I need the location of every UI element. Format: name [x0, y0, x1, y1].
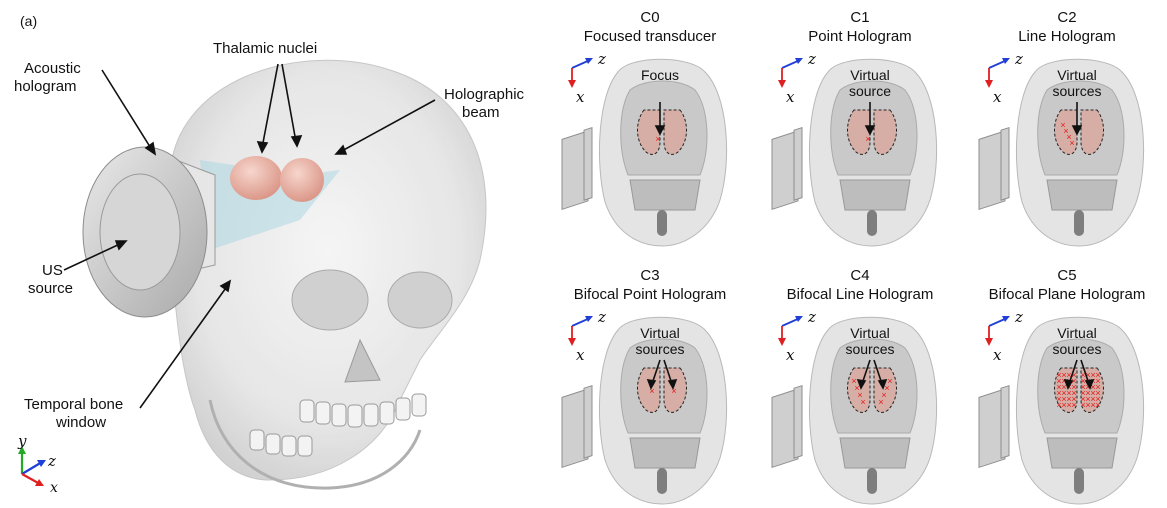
config-name: Bifocal Plane Hologram — [967, 285, 1167, 304]
label-temporal-2: window — [56, 414, 106, 432]
callout-label: sources — [1037, 340, 1117, 358]
config-name: Bifocal Point Hologram — [550, 285, 750, 304]
panel-axis-z: z — [1015, 50, 1023, 68]
callout-label: sources — [1037, 82, 1117, 100]
svg-text:×: × — [1069, 138, 1074, 148]
svg-text:×: × — [1095, 400, 1100, 410]
axis-z-label: z — [48, 452, 56, 470]
panel-axis-x: x — [993, 88, 1001, 106]
label-temporal-1: Temporal bone — [24, 396, 123, 414]
svg-text:×: × — [1071, 400, 1076, 410]
config-name: Focused transducer — [550, 27, 750, 46]
panel-axis-z: z — [808, 308, 816, 326]
config-id: C3 — [550, 266, 750, 285]
virtual-source-markers: × — [865, 134, 870, 144]
main-axes — [18, 446, 46, 486]
axis-x-label: x — [50, 480, 58, 496]
config-id: C4 — [760, 266, 960, 285]
panel-axis-z: z — [598, 308, 606, 326]
svg-text:×: × — [865, 134, 870, 144]
config-name: Line Hologram — [967, 27, 1167, 46]
config-id: C2 — [967, 8, 1167, 27]
svg-text:×: × — [860, 397, 865, 407]
panel-axis-x: x — [576, 88, 584, 106]
virtual-source-markers: × — [655, 134, 660, 144]
label-thalamic-nuclei: Thalamic nuclei — [213, 40, 317, 58]
config-name: Point Hologram — [760, 27, 960, 46]
label-holographic-2: beam — [462, 104, 500, 122]
panel-axis-x: x — [786, 88, 794, 106]
axis-y-label: y — [18, 432, 26, 450]
config-id: C1 — [760, 8, 960, 27]
label-acoustic-1: Acoustic — [24, 60, 81, 78]
thalamic-nucleus-right — [280, 158, 324, 202]
label-us-1: US — [42, 262, 63, 280]
label-holographic-1: Holographic — [444, 86, 524, 104]
callout-label: sources — [620, 340, 700, 358]
panel-axis-z: z — [598, 50, 606, 68]
callout-label: source — [830, 82, 910, 100]
config-id: C5 — [967, 266, 1167, 285]
callout-label: Focus — [620, 66, 700, 84]
config-id: C0 — [550, 8, 750, 27]
config-name: Bifocal Line Hologram — [760, 285, 960, 304]
svg-text:×: × — [655, 134, 660, 144]
panel-axis-x: x — [786, 346, 794, 364]
callout-label: sources — [830, 340, 910, 358]
label-acoustic-2: hologram — [14, 78, 77, 96]
panel-axis-x: x — [576, 346, 584, 364]
panel-axis-x: x — [993, 346, 1001, 364]
panel-axis-z: z — [1015, 308, 1023, 326]
svg-text:×: × — [878, 397, 883, 407]
thalamic-nucleus-left — [230, 156, 282, 200]
label-us-2: source — [28, 280, 73, 298]
panel-axis-z: z — [808, 50, 816, 68]
